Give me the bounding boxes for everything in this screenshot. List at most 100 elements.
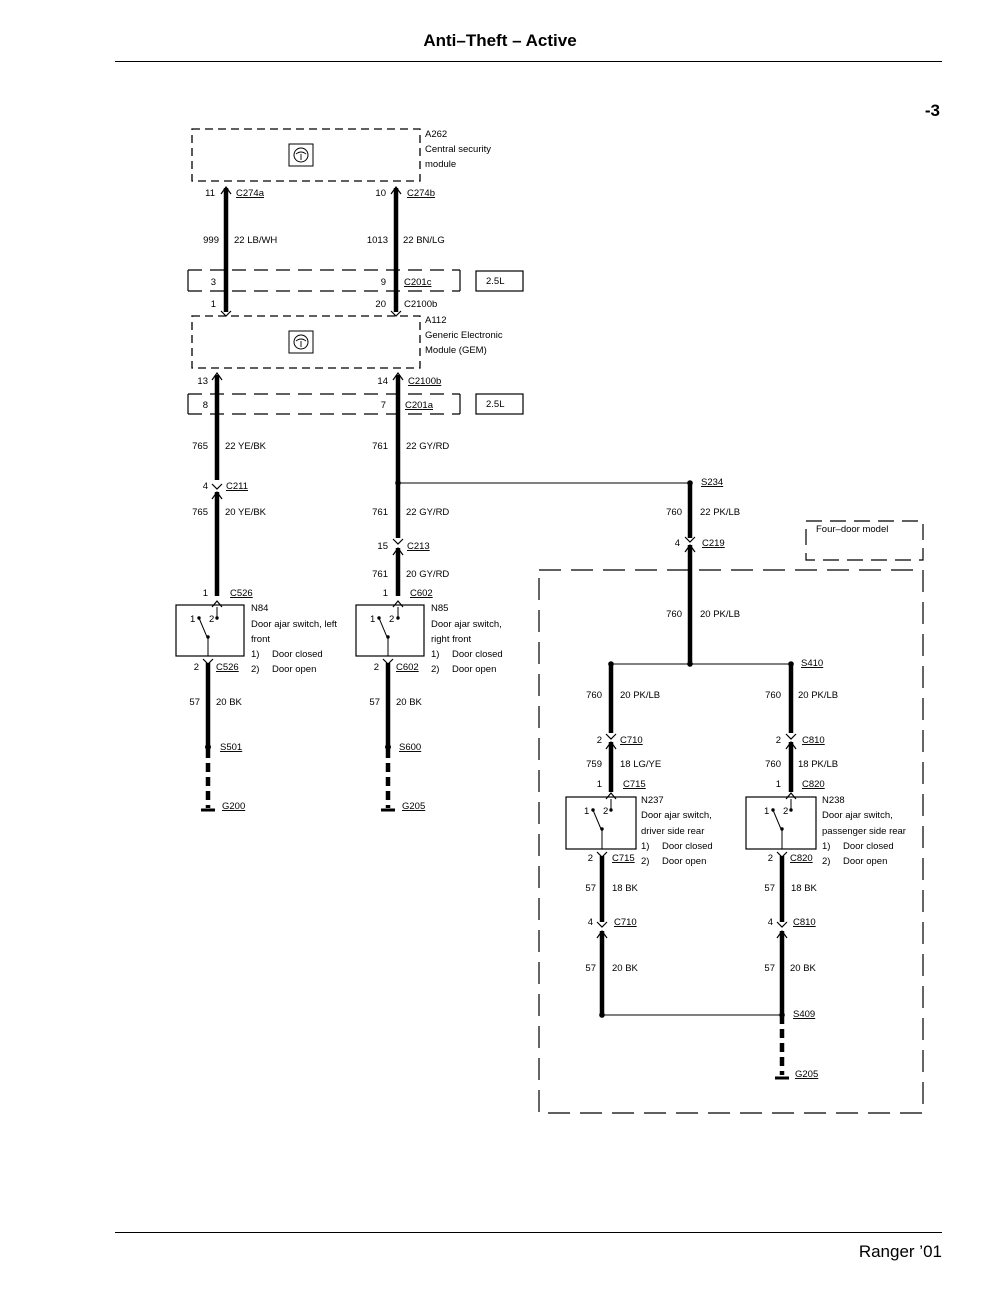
c602-bottom-name: C602 bbox=[396, 662, 419, 673]
c526-bottom-name: C526 bbox=[216, 662, 239, 673]
splice-s410-branch bbox=[608, 661, 794, 733]
wire-760a-spec: 22 PK/LB bbox=[700, 507, 740, 518]
wire-760a-circuit: 760 bbox=[666, 507, 682, 518]
n84-id: N84 bbox=[251, 603, 268, 614]
c715-top-pin: 1 bbox=[597, 779, 602, 790]
c602-top-pin: 1 bbox=[383, 588, 388, 599]
engine-label-2: 2.5L bbox=[486, 399, 505, 410]
n85-state2-num: 2) bbox=[431, 664, 439, 675]
n84-state1-text: Door closed bbox=[272, 649, 323, 660]
wire-765b-circuit: 765 bbox=[192, 507, 208, 518]
c201c-name: C201c bbox=[404, 277, 432, 288]
wire-57b-circuit: 57 bbox=[369, 697, 380, 708]
wires-upper bbox=[220, 185, 402, 312]
n84-pin1: 1 bbox=[190, 614, 195, 625]
wire-765a-circuit: 765 bbox=[192, 441, 208, 452]
n237-id: N237 bbox=[641, 795, 664, 806]
c810-bottom-name: C810 bbox=[793, 917, 816, 928]
four-door-label: Four–door model bbox=[816, 524, 888, 535]
c715-top-name: C715 bbox=[623, 779, 646, 790]
wire-759-circuit: 759 bbox=[586, 759, 602, 770]
splice-s410-label: S410 bbox=[801, 658, 823, 669]
c2100b-top-name: C2100b bbox=[404, 299, 437, 310]
c820-bottom-pin: 2 bbox=[768, 853, 773, 864]
splice-s234-branch bbox=[395, 480, 693, 538]
c213-pin: 15 bbox=[377, 541, 388, 552]
n238-state2-num: 2) bbox=[822, 856, 830, 867]
c820-top-pin: 1 bbox=[776, 779, 781, 790]
c211-pin: 4 bbox=[203, 481, 208, 492]
n85-id: N85 bbox=[431, 603, 448, 614]
wire-57e-circuit: 57 bbox=[585, 963, 596, 974]
c219-pin: 4 bbox=[675, 538, 680, 549]
c274a-name: C274a bbox=[236, 188, 265, 199]
wire-57f-spec: 20 BK bbox=[790, 963, 817, 974]
n84-line2: front bbox=[251, 634, 270, 645]
wire-760e-spec: 18 PK/LB bbox=[798, 759, 838, 770]
n237-pin2: 2 bbox=[603, 806, 608, 817]
wire-57d-spec: 18 BK bbox=[791, 883, 818, 894]
n238-state1-text: Door closed bbox=[843, 841, 894, 852]
wire-57d-circuit: 57 bbox=[764, 883, 775, 894]
n85-line2: right front bbox=[431, 634, 471, 645]
wire-999-circuit: 999 bbox=[203, 235, 219, 246]
c602-top-name: C602 bbox=[410, 588, 433, 599]
module-a262-id: A262 bbox=[425, 129, 447, 140]
n237-state2-text: Door open bbox=[662, 856, 706, 867]
ground-g200-label: G200 bbox=[222, 801, 245, 812]
wire-57c-circuit: 57 bbox=[585, 883, 596, 894]
wire-761c-circuit: 761 bbox=[372, 569, 388, 580]
n85-state1-text: Door closed bbox=[452, 649, 503, 660]
c810-top-name: C810 bbox=[802, 735, 825, 746]
splice-s234-label: S234 bbox=[701, 477, 723, 488]
module-a112: A112 Generic Electronic Module (GEM) bbox=[191, 315, 503, 369]
c710-top-name: C710 bbox=[620, 735, 643, 746]
wire-761b-circuit: 761 bbox=[372, 507, 388, 518]
wire-760c-circuit: 760 bbox=[586, 690, 602, 701]
splice-s409-branch bbox=[599, 1012, 785, 1018]
wire-760b-circuit: 760 bbox=[666, 609, 682, 620]
wire-999-spec: 22 LB/WH bbox=[234, 235, 277, 246]
footer-model: Ranger ’01 bbox=[858, 1242, 942, 1261]
c201a-name: C201a bbox=[405, 400, 434, 411]
c213-name: C213 bbox=[407, 541, 430, 552]
wire-57b-spec: 20 BK bbox=[396, 697, 423, 708]
wire-761a-circuit: 761 bbox=[372, 441, 388, 452]
wire-765b-spec: 20 YE/BK bbox=[225, 507, 267, 518]
header-rule bbox=[115, 61, 942, 62]
n85-state1-num: 1) bbox=[431, 649, 439, 660]
c201a-right-pin: 7 bbox=[381, 400, 386, 411]
wire-760d-circuit: 760 bbox=[765, 690, 781, 701]
switch-n85: 1 C602 1 2 N85 Door ajar switch, right f… bbox=[355, 588, 503, 675]
engine-label-1: 2.5L bbox=[486, 276, 505, 287]
wire-760e-circuit: 760 bbox=[765, 759, 781, 770]
n237-pin1: 1 bbox=[584, 806, 589, 817]
engine-option-box-1 bbox=[187, 269, 524, 292]
c2100b-bottom-right-pin: 14 bbox=[377, 376, 388, 387]
wire-1013-spec: 22 BN/LG bbox=[403, 235, 445, 246]
switch-n237: 1 C715 1 2 N237 Door ajar switch, driver… bbox=[565, 779, 713, 867]
splice-s600-label: S600 bbox=[399, 742, 421, 753]
wire-57c-spec: 18 BK bbox=[612, 883, 639, 894]
engine-option-box-2 bbox=[187, 393, 524, 415]
n238-line1: Door ajar switch, bbox=[822, 810, 893, 821]
wire-760d-spec: 20 PK/LB bbox=[798, 690, 838, 701]
c710-bottom-name: C710 bbox=[614, 917, 637, 928]
n84-state1-num: 1) bbox=[251, 649, 259, 660]
wire-761c-spec: 20 GY/RD bbox=[406, 569, 449, 580]
wires-middle bbox=[211, 371, 404, 482]
n237-state1-num: 1) bbox=[641, 841, 649, 852]
wire-759-spec: 18 LG/YE bbox=[620, 759, 661, 770]
c2100b-bottom-name: C2100b bbox=[408, 376, 441, 387]
c201c-left-pin: 3 bbox=[211, 277, 216, 288]
c710-top-pin: 2 bbox=[597, 735, 602, 746]
c602-bottom-pin: 2 bbox=[374, 662, 379, 673]
wire-57e-spec: 20 BK bbox=[612, 963, 639, 974]
footer-rule bbox=[115, 1232, 942, 1233]
n238-state1-num: 1) bbox=[822, 841, 830, 852]
c715-bottom-name: C715 bbox=[612, 853, 635, 864]
module-a262-line1: Central security bbox=[425, 144, 491, 155]
n85-pin2: 2 bbox=[389, 614, 394, 625]
c274b-pin: 10 bbox=[375, 188, 386, 199]
